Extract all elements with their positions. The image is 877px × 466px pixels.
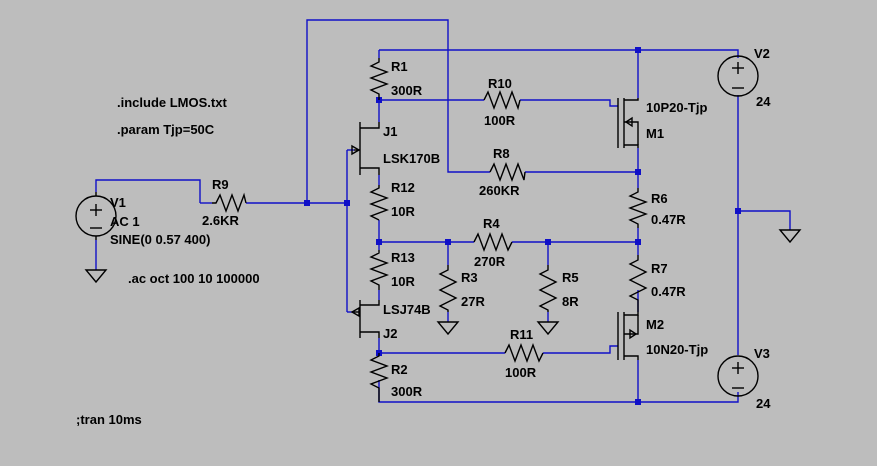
v2-ref: V2 — [754, 46, 770, 61]
jfet-j2 — [350, 300, 380, 338]
r1-value: 300R — [391, 83, 423, 98]
resistor-r13 — [369, 250, 389, 290]
r2-value: 300R — [391, 384, 423, 399]
r11-ref: R11 — [510, 327, 533, 342]
resistor-r1 — [369, 58, 389, 100]
r1-ref: R1 — [391, 59, 408, 74]
r2-ref: R2 — [391, 362, 408, 377]
r3-ref: R3 — [461, 270, 478, 285]
v1-line-sine: SINE(0 0.57 400) — [110, 232, 210, 247]
r12-value: 10R — [391, 204, 415, 219]
r7-ref: R7 — [651, 261, 668, 276]
r12-ref: R12 — [391, 180, 415, 195]
directive-ac: .ac oct 100 10 100000 — [128, 271, 260, 286]
m1-value: 10P20-Tjp — [646, 100, 707, 115]
r6-value: 0.47R — [651, 212, 686, 227]
ground-symbol-r3 — [436, 321, 460, 336]
voltage-source-v1 — [75, 192, 117, 240]
ground-symbol-v1 — [84, 269, 108, 284]
r4-ref: R4 — [483, 216, 500, 231]
resistor-r2 — [369, 353, 389, 402]
v2-value: 24 — [756, 94, 771, 109]
resistor-r11 — [504, 343, 544, 363]
m2-ref: M2 — [646, 317, 664, 332]
j2-value: LSJ74B — [383, 302, 431, 317]
resistor-r9 — [212, 192, 247, 213]
r13-value: 10R — [391, 274, 415, 289]
r6-ref: R6 — [651, 191, 668, 206]
r3-value: 27R — [461, 294, 485, 309]
resistor-r7 — [628, 255, 648, 312]
v3-value: 24 — [756, 396, 771, 411]
r10-value: 100R — [484, 113, 516, 128]
resistor-r3 — [438, 265, 458, 312]
directive-param: .param Tjp=50C — [117, 122, 215, 137]
r8-value: 260KR — [479, 183, 520, 198]
j2-ref: J2 — [383, 326, 397, 341]
r9-value: 2.6KR — [202, 213, 239, 228]
jfet-j1 — [351, 122, 380, 175]
component-labels: V1 AC 1 SINE(0 0.57 400) R9 2.6KR R1 300… — [110, 46, 771, 411]
v3-ref: V3 — [754, 346, 770, 361]
ground-symbol-supply — [778, 229, 802, 244]
mosfet-m1 — [617, 98, 639, 148]
r9-ref: R9 — [212, 177, 229, 192]
resistor-r8 — [489, 162, 526, 182]
r7-value: 0.47R — [651, 284, 686, 299]
resistor-r6 — [628, 188, 648, 228]
r5-value: 8R — [562, 294, 579, 309]
j1-ref: J1 — [383, 124, 397, 139]
r8-ref: R8 — [493, 146, 510, 161]
wires — [95, 19, 791, 403]
r11-value: 100R — [505, 365, 537, 380]
v1-ref: V1 — [110, 195, 126, 210]
resistor-r5 — [538, 265, 558, 312]
directive-labels: .include LMOS.txt .param Tjp=50C .ac oct… — [76, 95, 260, 427]
r5-ref: R5 — [562, 270, 579, 285]
directive-tran: ;tran 10ms — [76, 412, 142, 427]
resistor-r10 — [483, 90, 521, 111]
m2-value: 10N20-Tjp — [646, 342, 708, 357]
resistor-r4 — [473, 232, 513, 252]
j1-value: LSK170B — [383, 151, 440, 166]
resistor-r12 — [369, 185, 389, 221]
r10-ref: R10 — [488, 76, 512, 91]
voltage-source-v3 — [717, 355, 759, 397]
v1-line-ac: AC 1 — [110, 214, 140, 229]
directive-include: .include LMOS.txt — [117, 95, 227, 110]
r13-ref: R13 — [391, 250, 415, 265]
ground-symbol-r5 — [536, 321, 560, 336]
voltage-source-v2 — [717, 55, 759, 97]
m1-ref: M1 — [646, 126, 664, 141]
r4-value: 270R — [474, 254, 506, 269]
mosfet-m2 — [617, 312, 639, 360]
